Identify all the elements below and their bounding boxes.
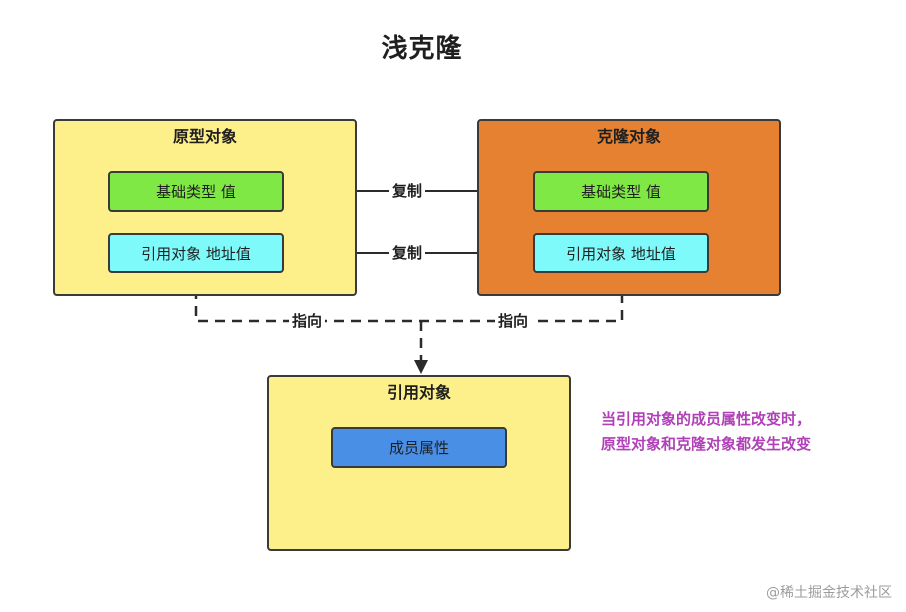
edge-label-copy-reference: 复制 [389, 243, 426, 263]
member-property: 成员属性 [331, 427, 507, 468]
annotation-note-line-2: 原型对象和克隆对象都发生改变 [601, 435, 812, 453]
edge-label-points-to-right: 指向 [495, 311, 532, 331]
watermark: @稀土掘金技术社区 [766, 585, 892, 601]
edge-points-to [194, 272, 624, 323]
annotation-note: 当引用对象的成员属性改变时， 原型对象和克隆对象都发生改变 [601, 407, 811, 457]
prototype-reference-address: 引用对象 地址值 [108, 233, 284, 273]
referenced-object-title: 引用对象 [386, 383, 451, 402]
prototype-primitive-value: 基础类型 值 [108, 171, 284, 212]
diagram-title-text: 浅克隆 [381, 34, 463, 64]
arrowhead-down [414, 360, 428, 374]
edge-label-points-to-left: 指向 [289, 311, 326, 331]
prototype-object-title: 原型对象 [172, 127, 237, 146]
diagram-title: 浅克隆 [0, 28, 906, 65]
clone-primitive-value: 基础类型 值 [533, 171, 709, 212]
edge-label-copy-primitive: 复制 [389, 181, 426, 201]
annotation-note-line-1: 当引用对象的成员属性改变时， [601, 410, 812, 428]
clone-reference-address: 引用对象 地址值 [533, 233, 709, 273]
clone-object-title: 克隆对象 [596, 127, 661, 146]
